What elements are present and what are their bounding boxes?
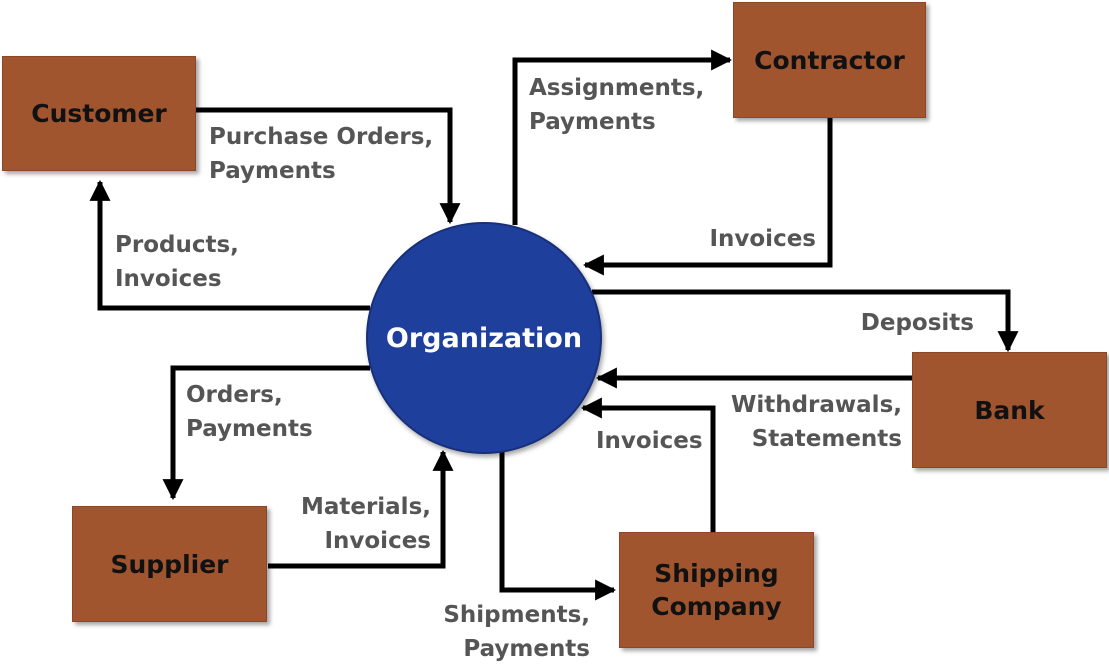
flow-label-products: Products, Invoices (115, 232, 239, 292)
arrow-contractor-to-organization (582, 118, 833, 276)
customer-label: Customer (31, 99, 167, 128)
arrow-organization-to-shipping (499, 452, 617, 601)
shipping-company-label-line1: Shipping (654, 559, 779, 588)
contractor-box: Contractor (733, 2, 926, 118)
arrow-organization-to-bank (592, 289, 1019, 353)
organization-circle: Organization (366, 222, 602, 454)
organization-label: Organization (385, 322, 583, 354)
flow-label-orders: Orders, Payments (186, 382, 313, 442)
contractor-label: Contractor (754, 45, 905, 75)
supplier-box: Supplier (72, 506, 267, 622)
flow-label-deposits: Deposits (860, 310, 974, 336)
shipping-company-box: Shipping Company (619, 532, 814, 648)
flow-label-purchase-orders: Purchase Orders, Payments (209, 124, 434, 184)
flow-label-materials: Materials, Invoices (300, 494, 431, 554)
flow-label-shipments: Shipments, Payments (443, 602, 590, 662)
arrow-organization-to-supplier (162, 365, 370, 501)
flow-label-withdrawals: Withdrawals, Statements (730, 392, 902, 452)
bank-label: Bank (974, 395, 1045, 425)
flow-label-assignments: Assignments, Payments (529, 75, 705, 135)
arrow-shipping-to-organization (580, 397, 716, 532)
customer-box: Customer (2, 56, 196, 171)
arrow-organization-to-customer (89, 179, 370, 311)
flow-label-contractor-invoices: Invoices (709, 226, 816, 252)
shipping-company-label-line2: Company (651, 592, 782, 621)
arrow-customer-to-organization (196, 107, 461, 225)
arrow-organization-to-contractor (512, 49, 733, 225)
bank-box: Bank (912, 352, 1107, 468)
arrow-supplier-to-organization (268, 449, 454, 569)
flow-label-shipping-invoices: Invoices (596, 428, 703, 454)
supplier-label: Supplier (110, 549, 229, 579)
